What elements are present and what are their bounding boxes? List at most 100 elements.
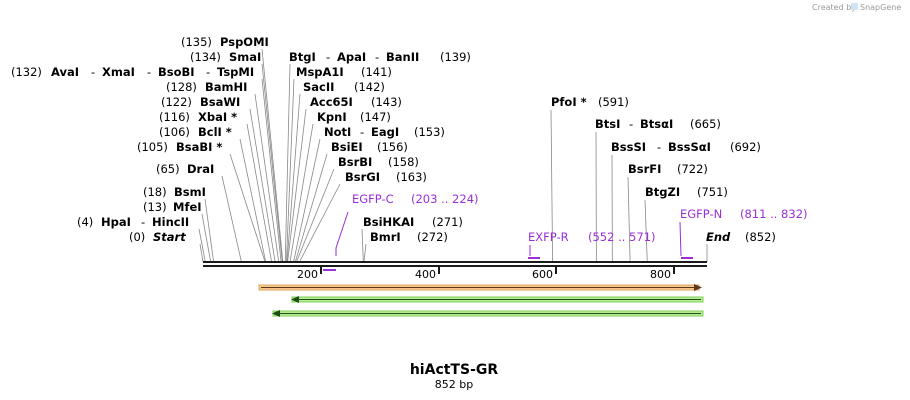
site-hincii[interactable]: HincII xyxy=(152,215,189,229)
site-bcli-pos: (106) xyxy=(159,125,190,139)
site-btgi[interactable]: BtgI xyxy=(289,50,316,64)
site-noti[interactable]: NotI xyxy=(324,125,351,139)
site-btsai[interactable]: BtsαI xyxy=(640,117,673,131)
site-bsobi[interactable]: BsoBI xyxy=(158,65,195,79)
primer-exfp-r-label[interactable]: EXFP-R xyxy=(528,230,569,244)
site-bsihkai[interactable]: BsiHKAI xyxy=(363,215,414,229)
svg-text:-: - xyxy=(629,117,633,131)
site-bmri[interactable]: BmrI xyxy=(370,230,401,244)
site-tspmi[interactable]: TspMI xyxy=(217,65,254,79)
primer-egfp-c-label[interactable]: EGFP-C xyxy=(352,192,394,206)
site-xmai[interactable]: XmaI xyxy=(102,65,135,79)
site-btgzi[interactable]: BtgZI xyxy=(645,185,680,199)
site-connector-line xyxy=(550,109,554,263)
site-connector-line xyxy=(363,243,367,263)
site-connector-line xyxy=(199,243,204,263)
right-site-labels: BtgI - ApaI - BanII (139) MspA1I (141) S… xyxy=(289,50,471,244)
site-mfei[interactable]: MfeI xyxy=(173,200,202,214)
site-connector-line xyxy=(627,176,631,263)
dna-backbone[interactable] xyxy=(203,261,707,267)
tick-label-600: 600 xyxy=(532,268,553,281)
primer-egfp-c-range: (203 .. 224) xyxy=(411,192,479,206)
site-drai[interactable]: DraI xyxy=(187,162,214,176)
axis-ticks: 200 400 600 800 xyxy=(297,266,675,281)
site-bsawi[interactable]: BsaWI xyxy=(200,95,240,109)
feature-green-arrow-1[interactable] xyxy=(291,296,704,303)
site-bsrfi-pos: (722) xyxy=(677,162,708,176)
primer-egfp-n-range: (811 .. 832) xyxy=(740,207,808,221)
site-bcli[interactable]: BclI * xyxy=(198,125,232,139)
site-bsiei-pos: (156) xyxy=(377,140,408,154)
site-bsssai[interactable]: BssSαI xyxy=(668,140,711,154)
svg-text:-: - xyxy=(91,65,95,79)
site-hpai[interactable]: HpaI xyxy=(101,215,131,229)
site-noti-pos: (153) xyxy=(414,125,445,139)
tick-label-200: 200 xyxy=(297,268,318,281)
site-connector-line xyxy=(299,183,341,263)
site-apai[interactable]: ApaI xyxy=(337,50,366,64)
site-acc65i[interactable]: Acc65I xyxy=(310,95,353,109)
svg-text:-: - xyxy=(360,125,364,139)
site-connector-line xyxy=(239,138,267,263)
snapgene-logo-icon xyxy=(851,3,858,10)
site-bsabi-pos: (105) xyxy=(137,140,168,154)
primer-connectors xyxy=(335,211,682,257)
site-connector-line xyxy=(221,175,242,263)
tick-label-800: 800 xyxy=(650,268,671,281)
site-btgzi-pos: (751) xyxy=(697,185,728,199)
site-connector-line xyxy=(204,198,215,263)
site-bsmi[interactable]: BsmI xyxy=(174,185,206,199)
site-bsawi-pos: (122) xyxy=(161,95,192,109)
primer-labels: EGFP-C (203 .. 224) EXFP-R (552 .. 571) … xyxy=(352,192,808,244)
site-connector-line xyxy=(254,93,280,263)
site-bsrbi[interactable]: BsrBI xyxy=(338,155,372,169)
site-bsrgi-pos: (163) xyxy=(396,170,427,184)
site-sacii[interactable]: SacII xyxy=(303,80,334,94)
site-bamhi[interactable]: BamHI xyxy=(205,80,247,94)
far-site-labels: PfoI * (591) BtsI - BtsαI (665) BssSI - … xyxy=(551,95,776,244)
start-pos: (0) xyxy=(129,230,145,244)
site-btgi-pos: (139) xyxy=(440,50,471,64)
start-label: Start xyxy=(153,230,186,244)
site-bamhi-pos: (128) xyxy=(166,80,197,94)
site-eagi[interactable]: EagI xyxy=(371,125,399,139)
site-banii[interactable]: BanII xyxy=(386,50,419,64)
site-bsssi[interactable]: BssSI xyxy=(611,140,646,154)
site-mspa1i[interactable]: MspA1I xyxy=(296,65,344,79)
site-mfei-pos: (13) xyxy=(143,200,167,214)
site-bsabi[interactable]: BsaBI * xyxy=(176,140,222,154)
site-connector-line xyxy=(361,228,364,263)
svg-text:-: - xyxy=(141,215,145,229)
site-bsrfi[interactable]: BsrFI xyxy=(628,162,661,176)
site-connector-line xyxy=(294,153,328,263)
site-connector-line xyxy=(246,123,273,263)
feature-green-arrow-2[interactable] xyxy=(272,310,704,317)
svg-text:-: - xyxy=(326,50,330,64)
site-connector-line xyxy=(289,123,314,263)
primer-egfp-n-label[interactable]: EGFP-N xyxy=(680,207,722,221)
site-pspomi[interactable]: PspOMI xyxy=(220,35,269,49)
map-length: 852 bp xyxy=(435,378,473,391)
site-bsiei[interactable]: BsiEI xyxy=(331,140,363,154)
site-connector-line xyxy=(284,63,291,263)
site-pfoi-pos: (591) xyxy=(598,95,629,109)
site-pspomi-pos: (135) xyxy=(181,35,212,49)
site-bsrgi[interactable]: BsrGI xyxy=(345,170,380,184)
site-connector-line xyxy=(261,78,282,263)
site-connector-line xyxy=(287,108,307,263)
left-site-labels: (135) PspOMI (134) SmaI (132) AvaI - Xma… xyxy=(11,35,269,244)
site-connector-line xyxy=(644,199,648,263)
site-btsi[interactable]: BtsI xyxy=(595,117,620,131)
site-smai-pos: (134) xyxy=(190,50,221,64)
end-label: End xyxy=(706,230,731,244)
site-avai[interactable]: AvaI xyxy=(51,65,79,79)
site-mspa1i-pos: (141) xyxy=(361,65,392,79)
site-xbai[interactable]: XbaI * xyxy=(198,110,237,124)
svg-text:-: - xyxy=(206,65,210,79)
feature-orange-arrow[interactable] xyxy=(258,284,702,291)
credit-prefix: Created by xyxy=(812,3,856,12)
site-pfoi[interactable]: PfoI * xyxy=(551,95,587,109)
site-smai[interactable]: SmaI xyxy=(229,50,261,64)
site-bsihkai-pos: (271) xyxy=(432,215,463,229)
site-kpni[interactable]: KpnI xyxy=(317,110,347,124)
